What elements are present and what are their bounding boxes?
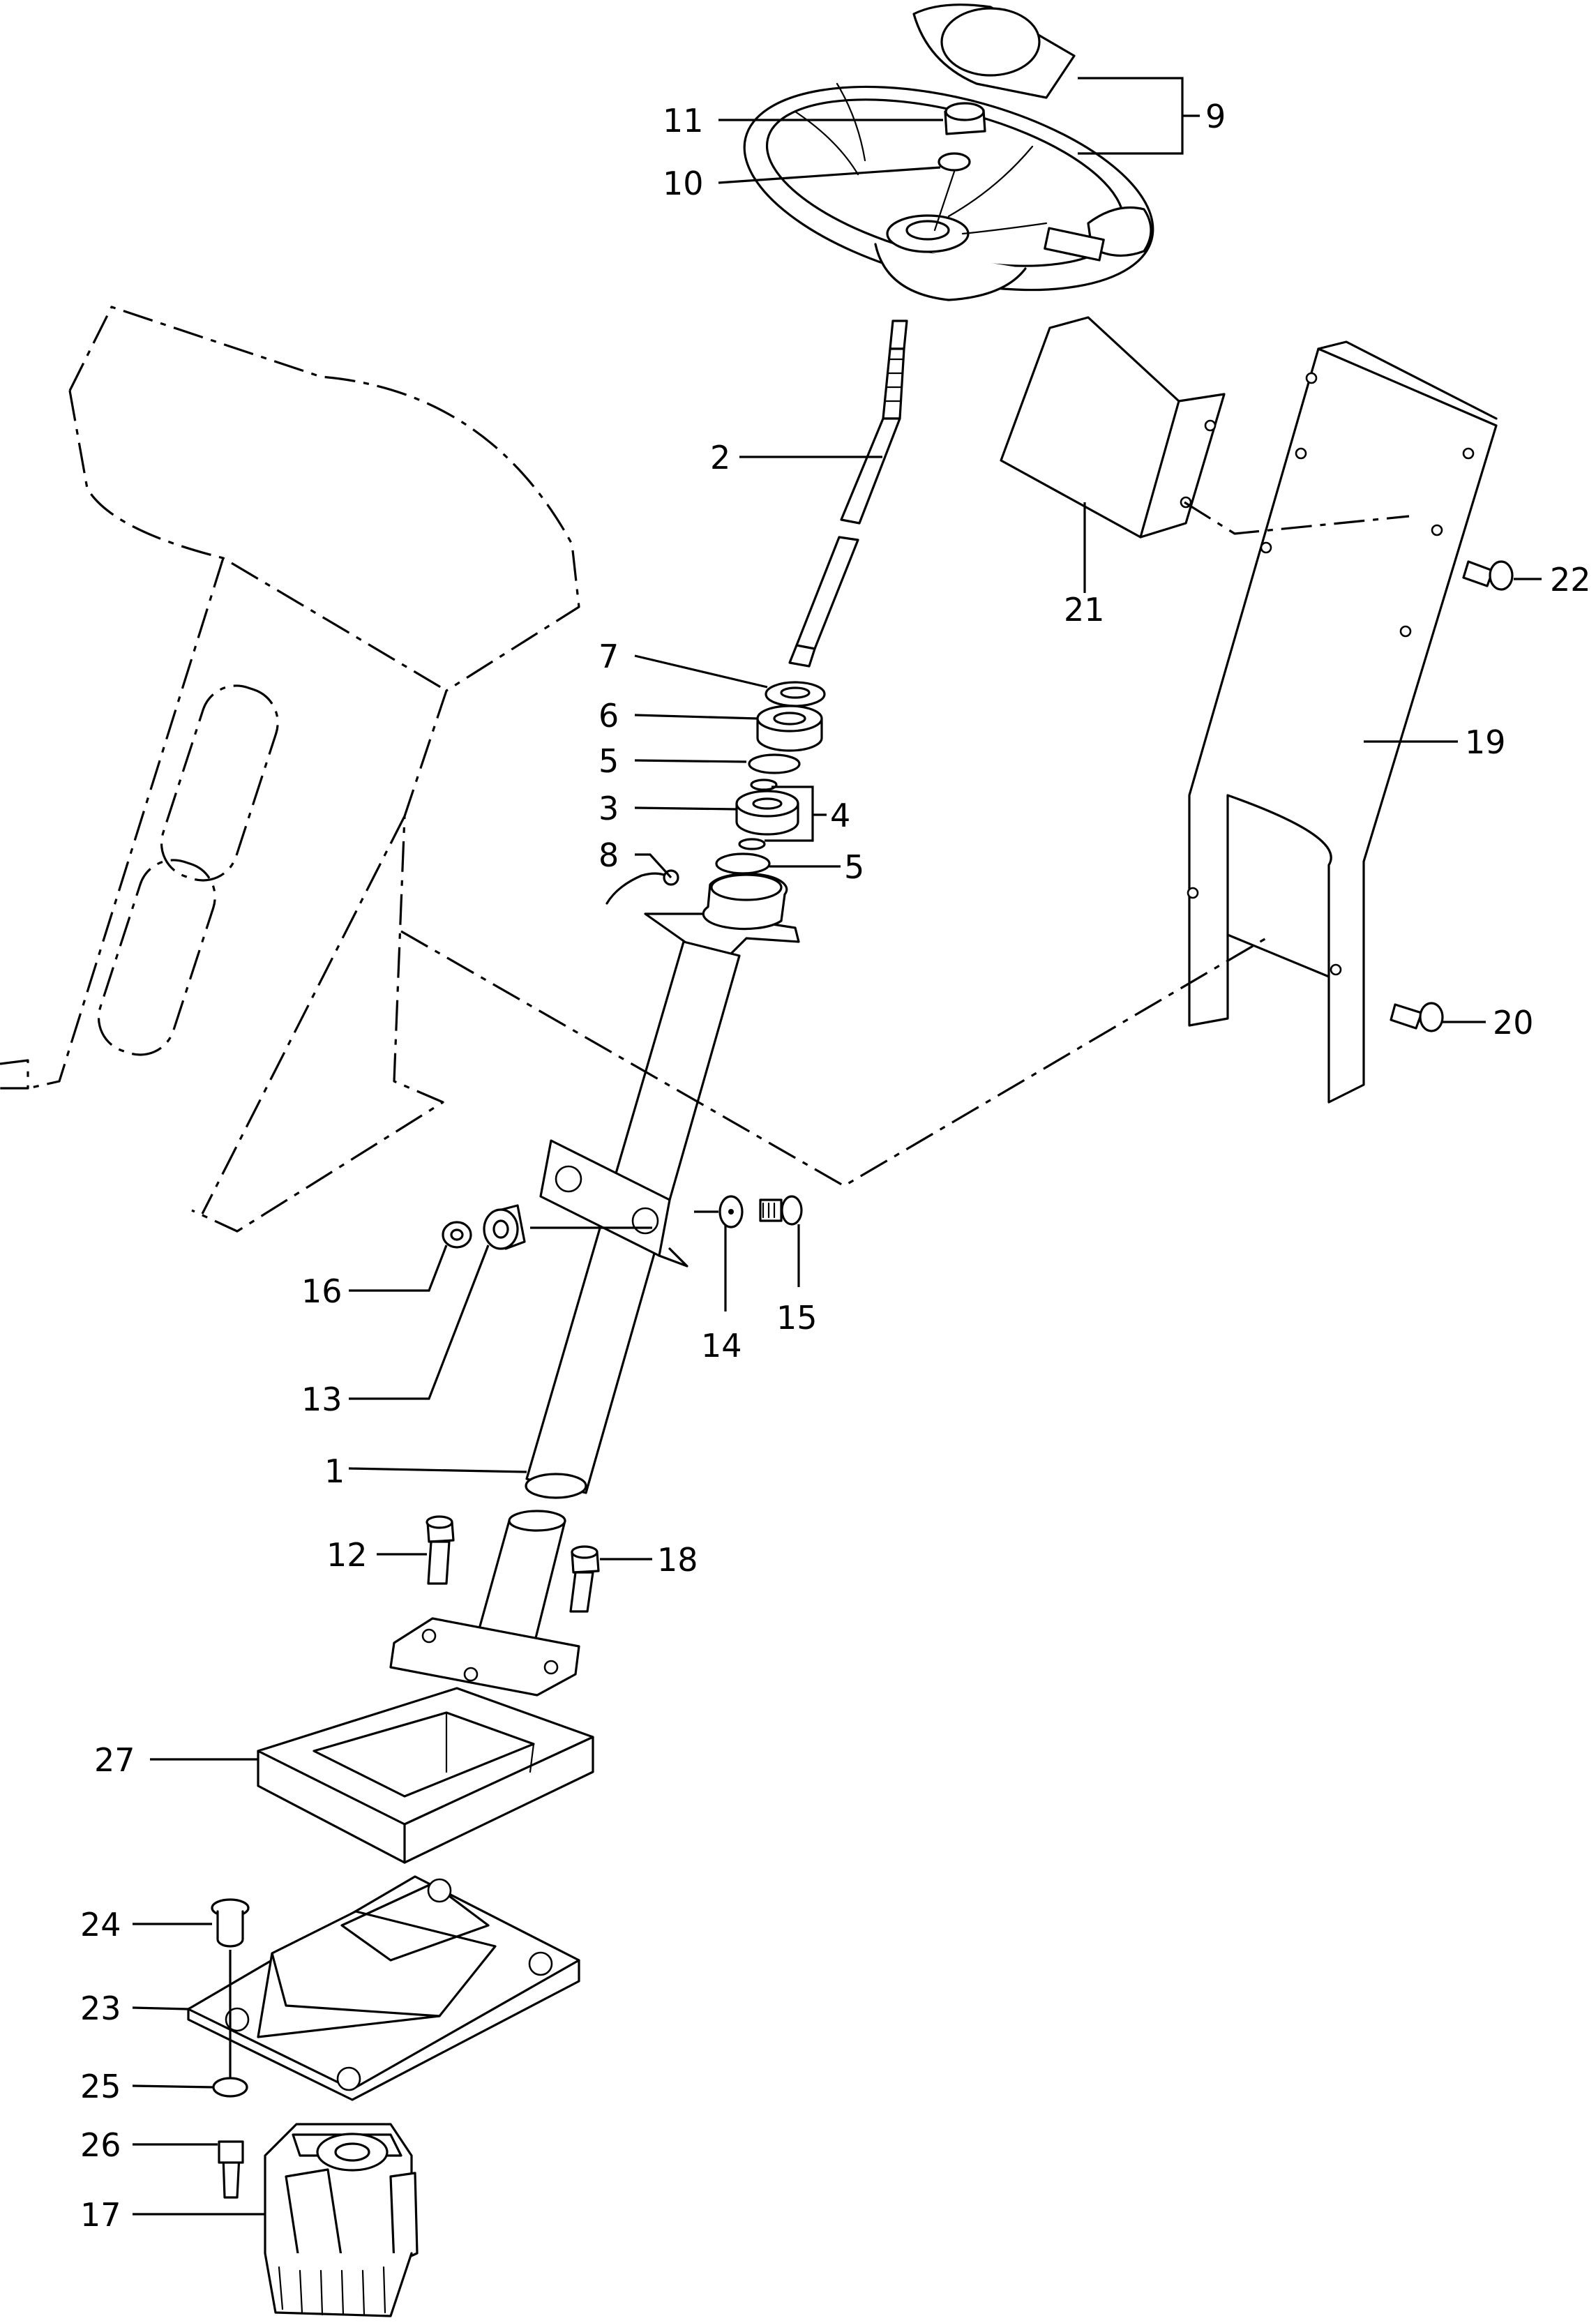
callout-26: 26	[80, 2126, 121, 2164]
flat-washer	[718, 1195, 744, 1228]
callout-4: 4	[830, 797, 850, 834]
alignment-line-tower	[400, 930, 1267, 1187]
flange-bolt-lower	[1390, 1002, 1444, 1032]
plate-washer	[212, 2077, 248, 2098]
cap-nut	[442, 1221, 472, 1249]
rubber-bushing	[483, 1204, 526, 1250]
flange-bolt-upper	[1462, 560, 1514, 591]
hub-nut	[944, 102, 986, 135]
callout-3: 3	[598, 790, 619, 827]
snap-ring-small	[750, 779, 778, 791]
lower-bearing	[735, 790, 799, 836]
callout-24: 24	[80, 1906, 121, 1944]
callout-27: 27	[94, 1741, 135, 1779]
callout-15: 15	[776, 1299, 818, 1337]
ground-wire	[605, 872, 671, 905]
upper-bearing	[756, 705, 823, 752]
callout-labels: 1 2 3 4 5 5 6 7 8 9 10 11 12 13 14 15 16…	[80, 98, 1591, 2234]
callout-25: 25	[80, 2068, 121, 2105]
callout-9: 9	[1205, 98, 1226, 135]
callout-19: 19	[1465, 723, 1506, 761]
spacer-frame	[257, 1687, 594, 1864]
mount-bolt	[759, 1195, 803, 1226]
steering-shaft	[788, 319, 908, 668]
dust-seal	[765, 681, 826, 707]
snap-ring-upper	[748, 753, 801, 774]
mounting-plate	[187, 1875, 580, 2101]
callout-11: 11	[663, 102, 704, 140]
callout-20: 20	[1493, 1004, 1534, 1042]
lock-washer	[938, 152, 971, 172]
lower-column-tube	[389, 1510, 580, 1697]
column-tube	[525, 872, 800, 1499]
plug-cap	[211, 1898, 250, 1948]
callout-18: 18	[657, 1541, 698, 1579]
alignment-line-bracket	[1184, 501, 1410, 535]
callout-13: 13	[301, 1381, 342, 1418]
callout-2: 2	[710, 439, 730, 476]
callout-7: 7	[598, 638, 619, 675]
callout-17: 17	[80, 2196, 121, 2234]
tube-bolt-left	[426, 1515, 455, 1585]
callout-1: 1	[324, 1452, 345, 1490]
snap-ring-lower	[715, 852, 771, 875]
callout-22: 22	[1550, 561, 1591, 599]
leader-lines	[132, 77, 1542, 2216]
callout-8: 8	[598, 836, 619, 874]
callout-10: 10	[663, 165, 704, 202]
side-panel	[1187, 340, 1498, 1104]
plate-bolt	[218, 2140, 244, 2199]
callout-12: 12	[326, 1536, 368, 1574]
callout-6: 6	[598, 697, 619, 735]
callout-5a: 5	[598, 742, 619, 780]
callout-16: 16	[301, 1272, 342, 1310]
callout-14: 14	[701, 1327, 742, 1365]
steering-valve	[264, 2123, 419, 2317]
cover-bracket	[1000, 316, 1226, 539]
tube-bolt-right	[569, 1545, 600, 1613]
steering-tower-phantom	[0, 306, 580, 1233]
callout-5b: 5	[844, 848, 864, 886]
callout-23: 23	[80, 1990, 121, 2027]
callout-21: 21	[1064, 591, 1105, 629]
